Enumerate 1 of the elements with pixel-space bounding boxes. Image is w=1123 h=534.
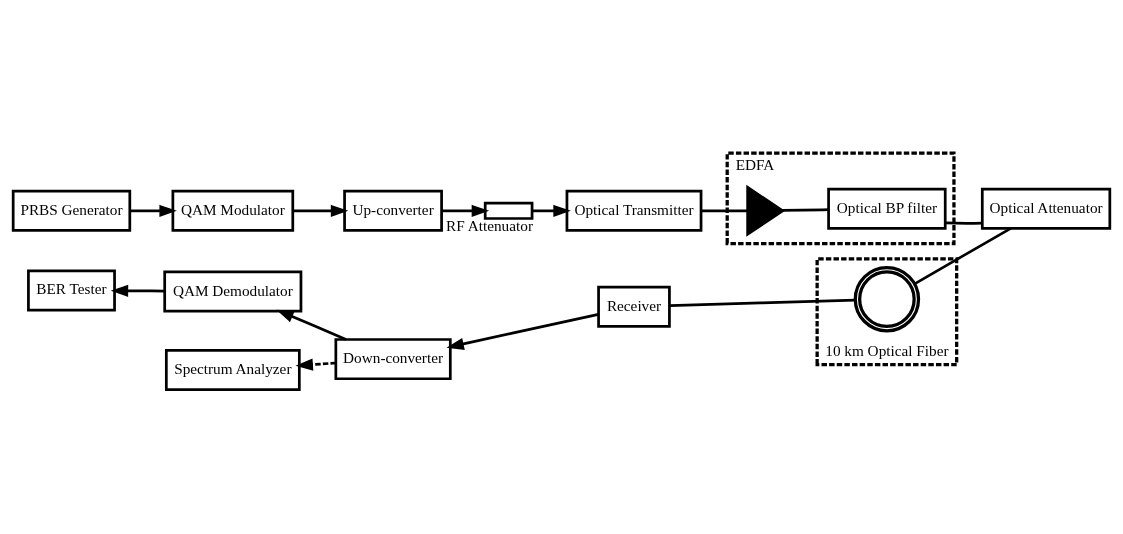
node-label: RF Attenuator bbox=[446, 216, 533, 234]
